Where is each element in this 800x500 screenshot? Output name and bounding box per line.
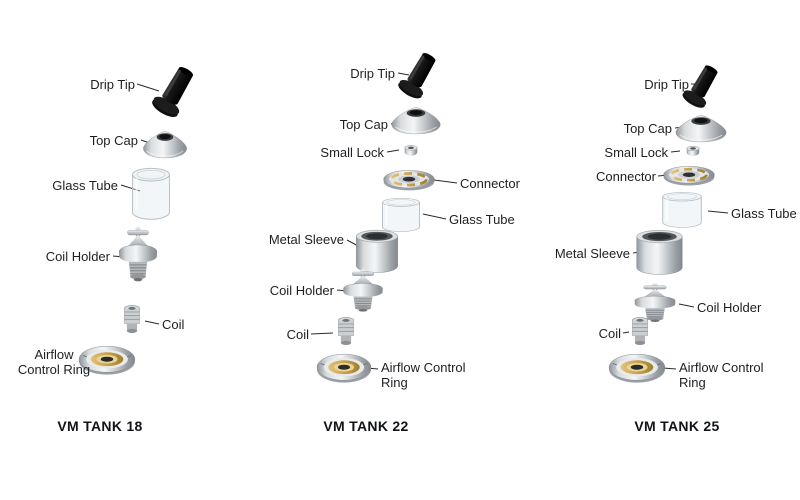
part-label-coil: Coil xyxy=(162,317,185,332)
glass-tube-graphic xyxy=(661,191,703,229)
part-label-glass-tube: Glass Tube xyxy=(449,212,515,227)
part-label-coil-holder: Coil Holder xyxy=(45,249,110,264)
part-label-connector: Connector xyxy=(596,169,656,184)
coil-graphic xyxy=(631,317,649,346)
metal-sleeve-graphic xyxy=(636,229,683,275)
coil-graphic xyxy=(337,317,355,346)
leader-line xyxy=(670,150,681,153)
airflow-ring-graphic xyxy=(316,353,372,384)
part-label-small-lock: Small Lock xyxy=(604,145,668,160)
leader-line xyxy=(707,210,729,214)
drip-tip-graphic xyxy=(395,47,443,103)
small-lock-graphic xyxy=(404,144,418,157)
part-label-top-cap: Top Cap xyxy=(89,133,138,148)
part-label-drip-tip: Drip Tip xyxy=(644,77,689,92)
part-label-coil-holder: Coil Holder xyxy=(697,300,762,315)
glass-tube-graphic xyxy=(131,167,171,221)
coil-holder-graphic xyxy=(342,268,384,313)
part-label-glass-tube: Glass Tube xyxy=(52,178,118,193)
part-label-airflow: Airflow Control Ring xyxy=(17,347,91,377)
part-label-metal-sleeve: Metal Sleeve xyxy=(554,246,630,261)
coil-holder-graphic xyxy=(118,225,158,282)
drip-tip-graphic xyxy=(148,61,201,122)
tank-title: VM TANK 18 xyxy=(57,418,143,434)
part-label-airflow: Airflow Control Ring xyxy=(381,360,466,390)
part-label-drip-tip: Drip Tip xyxy=(90,77,135,92)
part-label-airflow: Airflow Control Ring xyxy=(679,360,764,390)
part-label-glass-tube: Glass Tube xyxy=(731,206,797,221)
part-label-metal-sleeve: Metal Sleeve xyxy=(268,232,344,247)
connector-graphic xyxy=(382,169,436,192)
top-cap-graphic xyxy=(391,106,441,135)
tank-title: VM TANK 22 xyxy=(323,418,409,434)
airflow-ring-graphic xyxy=(608,353,666,384)
part-label-drip-tip: Drip Tip xyxy=(350,66,395,81)
small-lock-graphic xyxy=(686,145,700,157)
part-label-coil: Coil xyxy=(286,327,309,342)
part-label-small-lock: Small Lock xyxy=(320,145,384,160)
part-label-top-cap: Top Cap xyxy=(623,121,672,136)
part-label-top-cap: Top Cap xyxy=(339,117,388,132)
leader-line xyxy=(422,213,447,220)
top-cap-graphic xyxy=(142,130,188,159)
part-label-connector: Connector xyxy=(460,176,520,191)
coil-graphic xyxy=(123,305,141,334)
leader-line xyxy=(386,149,400,153)
tank-title: VM TANK 25 xyxy=(634,418,720,434)
leader-line xyxy=(310,332,334,335)
part-label-coil-holder: Coil Holder xyxy=(269,283,334,298)
leader-line xyxy=(144,320,160,325)
part-label-coil: Coil xyxy=(598,326,621,341)
top-cap-graphic xyxy=(675,114,727,143)
connector-graphic xyxy=(662,164,716,187)
